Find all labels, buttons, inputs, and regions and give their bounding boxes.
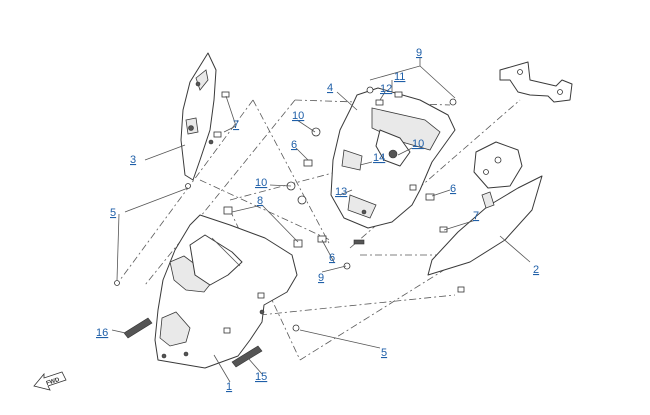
callout-2: 2 bbox=[533, 264, 539, 276]
callout-5-lower: 5 bbox=[381, 347, 387, 359]
part-16-reflector-strip bbox=[123, 317, 153, 339]
callout-11: 11 bbox=[394, 71, 405, 83]
callout-6-right: 6 bbox=[450, 183, 456, 195]
callout-9-top: 9 bbox=[416, 47, 422, 59]
callout-3: 3 bbox=[130, 154, 136, 166]
callout-6-lower: 6 bbox=[329, 252, 335, 264]
callout-14: 14 bbox=[373, 152, 385, 164]
assembly-guide-lines bbox=[119, 99, 521, 361]
part-4-support-bracket bbox=[330, 86, 457, 229]
callout-13: 13 bbox=[335, 186, 347, 198]
part-3-left-inner-panel bbox=[180, 52, 230, 181]
callout-8: 8 bbox=[257, 195, 263, 207]
callout-leader-lines bbox=[111, 58, 531, 383]
upper-right-mounting-bracket bbox=[499, 61, 573, 103]
callout-15: 15 bbox=[255, 371, 267, 383]
callout-5-left: 5 bbox=[110, 207, 116, 219]
callout-7-right: 7 bbox=[473, 210, 479, 222]
callout-12: 12 bbox=[380, 83, 392, 95]
part-2-right-side-panel bbox=[427, 175, 543, 293]
part-1-front-cowl bbox=[154, 214, 298, 369]
callout-labels: 9 11 12 4 10 10 10 7 7 6 6 6 14 13 3 8 5… bbox=[96, 47, 539, 393]
callout-7-left: 7 bbox=[233, 119, 239, 131]
callout-9-lower: 9 bbox=[318, 272, 324, 284]
callout-4: 4 bbox=[327, 82, 333, 94]
callout-6-upper: 6 bbox=[291, 139, 297, 151]
plate-bracket bbox=[473, 141, 523, 189]
part-15-reflector-strip bbox=[231, 345, 263, 368]
callout-16: 16 bbox=[96, 327, 108, 339]
callout-1: 1 bbox=[226, 381, 232, 393]
callout-10-left: 10 bbox=[255, 177, 267, 189]
forward-arrow-icon: FWD bbox=[33, 371, 67, 391]
callout-10-right: 10 bbox=[412, 138, 424, 150]
fwd-label: FWD bbox=[46, 377, 61, 387]
callout-10-upper: 10 bbox=[292, 110, 304, 122]
